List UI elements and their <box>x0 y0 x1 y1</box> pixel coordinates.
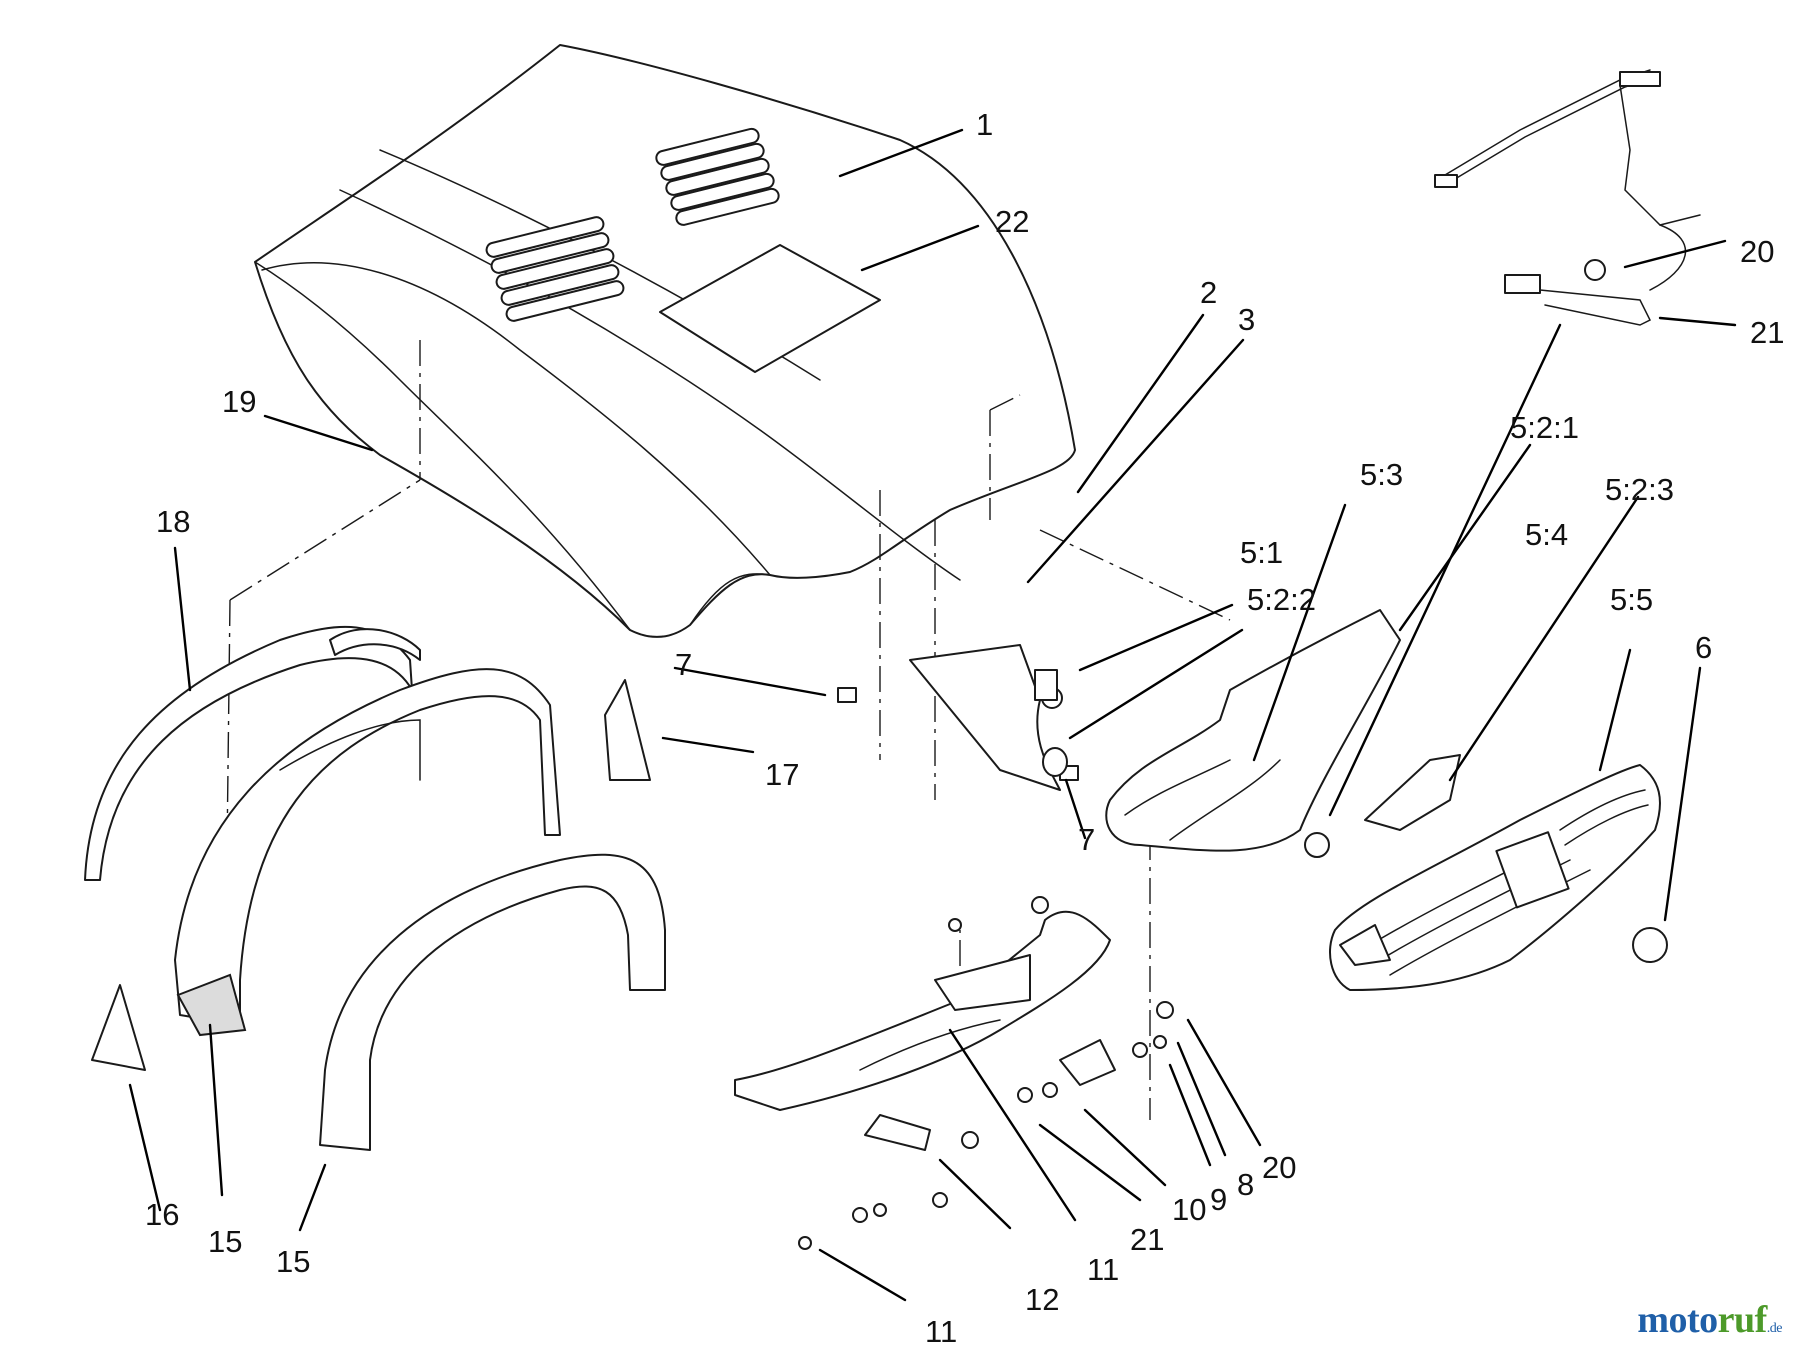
callout-7a: 7 <box>675 647 692 682</box>
callout-21: 21 <box>1130 1222 1164 1257</box>
callout-3: 3 <box>1238 302 1255 337</box>
headlight-bezel <box>1034 609 1401 858</box>
wiring-harness <box>1434 69 1701 326</box>
callout-13: 15 <box>276 1244 310 1279</box>
callout-5-2-3: 5:2:3 <box>1605 472 1674 507</box>
callout-19: 21 <box>1750 315 1784 350</box>
bracket-panel <box>837 644 1079 791</box>
grille-5-5 <box>1329 764 1661 991</box>
small-bracket-21 <box>1017 1039 1116 1103</box>
fender-14 <box>174 628 561 1037</box>
fender-13 <box>319 853 666 1151</box>
callout-labels: 1 22 2 3 20 21 5:2:1 19 5:3 5:2:3 18 5:4… <box>145 107 1784 1349</box>
frame-bracket <box>734 896 1111 1151</box>
callout-2: 2 <box>1200 275 1217 310</box>
bulb-holder <box>1034 669 1058 701</box>
callout-16: 18 <box>156 504 190 539</box>
callout-5-2-1: 5:2:1 <box>1510 410 1579 445</box>
socket-18 <box>1584 259 1606 281</box>
hardware <box>798 1001 1174 1250</box>
lens-knob <box>1304 832 1330 858</box>
emblem-6 <box>1632 927 1668 963</box>
clip-7a <box>837 687 857 703</box>
callout-12: 12 <box>1025 1282 1059 1317</box>
callout-5-3: 5:3 <box>1360 457 1403 492</box>
hood-vent-rear <box>655 127 780 226</box>
plug-5-2-2 <box>1042 747 1068 777</box>
callout-6: 6 <box>1695 630 1712 665</box>
filler-wedge-15 <box>91 679 651 1071</box>
callout-20: 20 <box>1262 1150 1296 1185</box>
callout-5-2-2: 5:2:2 <box>1247 582 1316 617</box>
callout-11b: 11 <box>1087 1252 1119 1287</box>
callout-10: 10 <box>1172 1192 1206 1227</box>
fender-trim-16 <box>84 625 413 881</box>
callout-5-4: 5:4 <box>1525 517 1568 552</box>
watermark-part2: ruf <box>1717 1299 1768 1341</box>
callout-8: 8 <box>1237 1167 1254 1202</box>
watermark-part3: .de <box>1766 1321 1783 1336</box>
callout-22: 22 <box>995 204 1029 239</box>
leader-lines <box>128 128 1737 1302</box>
callout-5-5: 5:5 <box>1610 582 1653 617</box>
callout-11a: 11 <box>925 1314 957 1349</box>
lens-5-2-3 <box>1364 754 1461 831</box>
callout-15b: 16 <box>145 1197 179 1232</box>
callout-14: 15 <box>208 1224 242 1259</box>
callout-9: 9 <box>1210 1182 1227 1217</box>
watermark-logo: motoruf.de <box>1637 1298 1782 1342</box>
callout-17: 19 <box>222 384 256 419</box>
watermark-part1: moto <box>1637 1299 1718 1341</box>
callout-5-1: 5:1 <box>1240 535 1283 570</box>
hood-part <box>254 44 1076 638</box>
callout-15a: 17 <box>765 757 799 792</box>
connector-19 <box>1504 274 1541 294</box>
callout-7b: 7 <box>1078 822 1095 857</box>
hood-vent-front <box>485 216 625 322</box>
callout-1: 1 <box>976 107 993 142</box>
hood-decal <box>659 244 881 373</box>
callout-18: 20 <box>1740 234 1774 269</box>
